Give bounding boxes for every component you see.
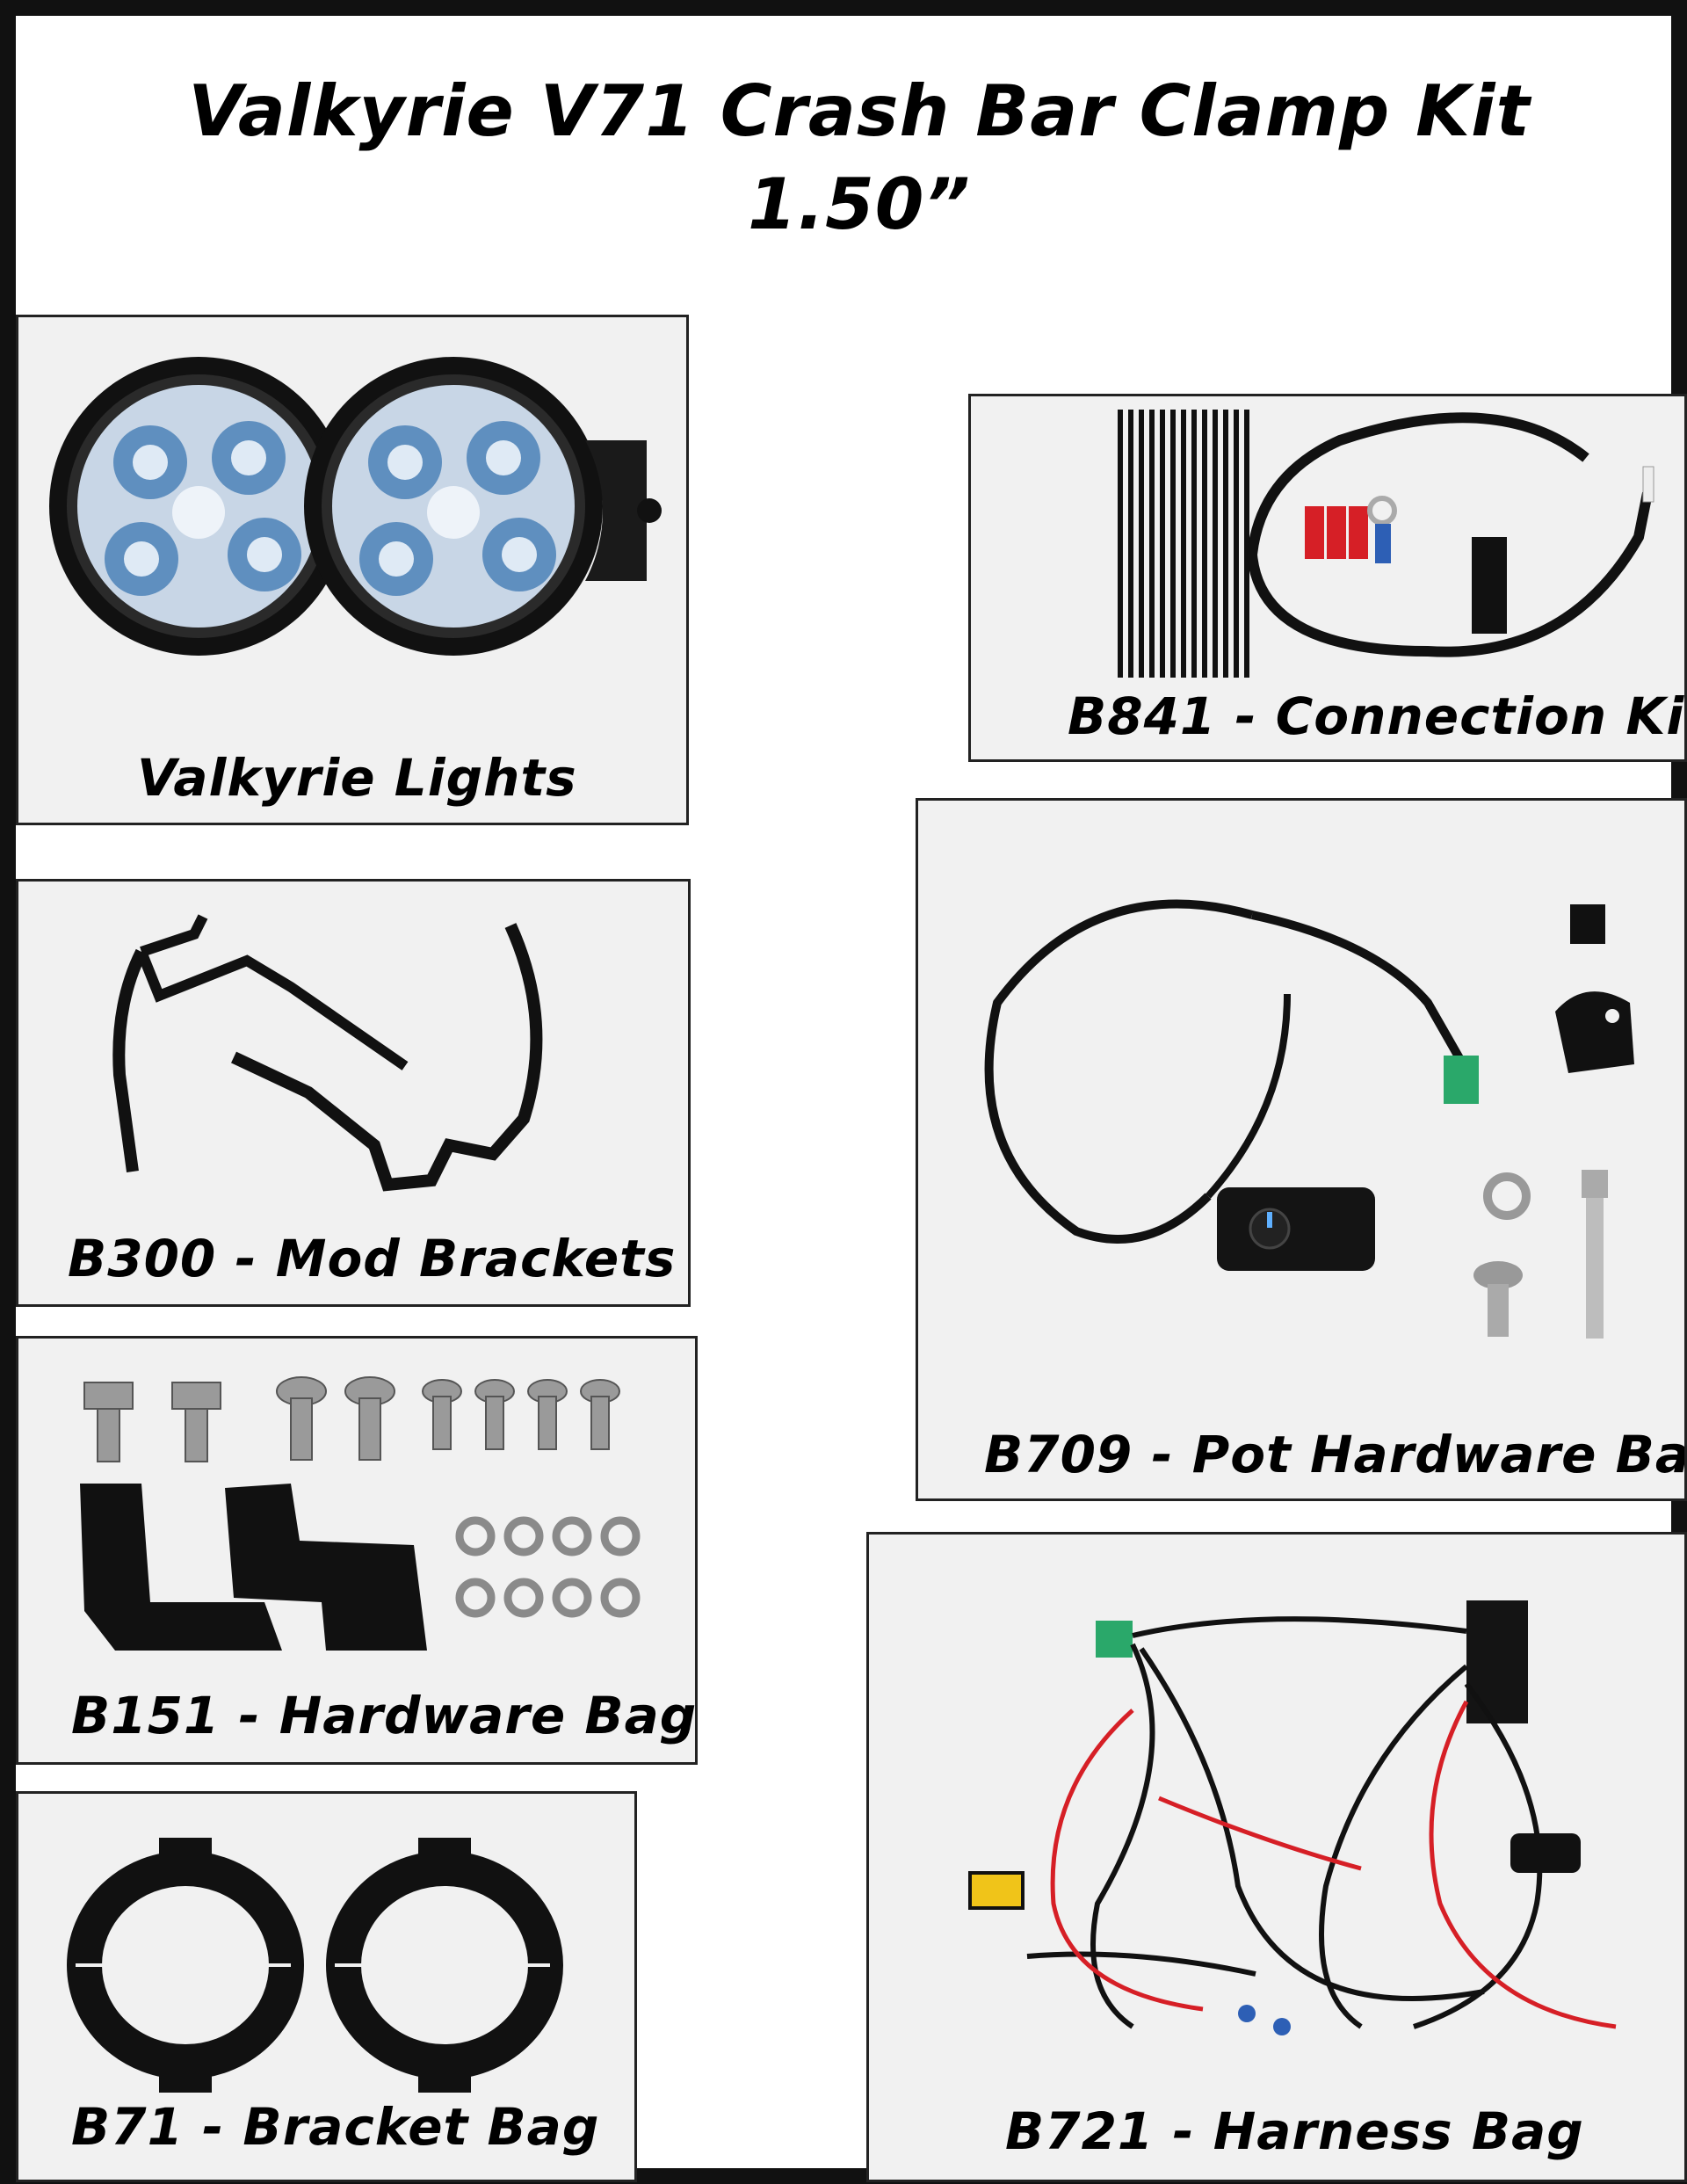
panel-pot-hardware-bag: B709 - Pot Hardware Bag — [916, 798, 1687, 1501]
zip-ties-and-cable-icon — [1118, 410, 1654, 678]
page-subtitle-size: 1.50” — [748, 163, 971, 245]
wiring-harness-icon — [968, 1600, 1617, 2035]
panel-label: B709 - Pot Hardware Bag — [984, 1425, 1687, 1484]
panel-label: B300 - Mod Brackets — [68, 1229, 677, 1288]
bolts-washers-blocks-icon — [80, 1376, 641, 1651]
curved-brackets-icon — [112, 914, 543, 1192]
dimmer-switch-cable-icon — [984, 899, 1634, 1339]
panel-label: Valkyrie Lights — [137, 748, 577, 808]
panel-harness-bag: B721 - Harness Bag — [866, 1532, 1687, 2182]
panel-mod-brackets: B300 - Mod Brackets — [16, 879, 691, 1307]
panel-valkyrie-lights: Valkyrie Lights — [16, 315, 689, 825]
panel-label: B71 - Bracket Bag — [71, 2097, 600, 2157]
panel-hardware-bag: B151 - Hardware Bag — [16, 1336, 698, 1765]
page-title: Valkyrie V71 Crash Bar Clamp Kit — [188, 70, 1531, 152]
panel-label: B151 - Hardware Bag — [71, 1686, 698, 1745]
panel-label: B721 - Harness Bag — [1005, 2101, 1584, 2161]
panel-bracket-bag: B71 - Bracket Bag — [16, 1791, 637, 2182]
panel-connection-kit: B841 - Connection Kit — [968, 394, 1687, 762]
clamp-rings-icon — [67, 1838, 563, 2093]
panel-label: B841 - Connection Kit — [1068, 686, 1687, 746]
round-led-lights-icon — [49, 357, 662, 656]
